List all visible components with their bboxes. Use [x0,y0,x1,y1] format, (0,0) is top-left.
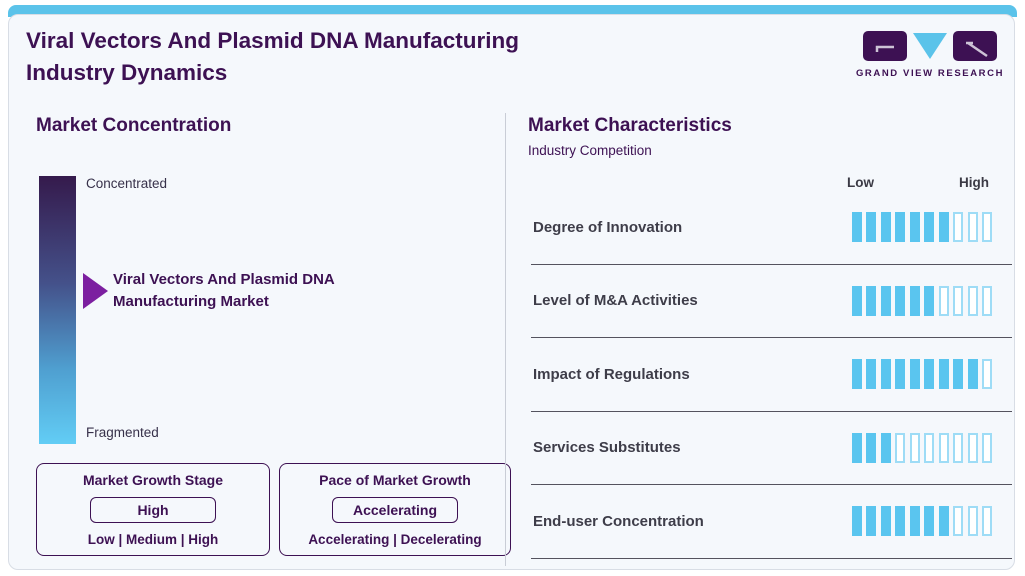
rating-tick [953,432,963,463]
rating-tick [851,212,862,243]
logo-g-icon [863,31,907,61]
rating-ticks [851,506,992,537]
rating-tick [895,506,905,537]
rating-tick [880,212,891,243]
rating-tick [982,212,992,243]
rating-tick [924,432,934,463]
rating-tick [967,212,978,243]
rating-tick [953,506,963,537]
rating-tick [909,212,920,243]
rating-tick [866,359,876,390]
rating-tick [909,285,920,316]
growth-stage-title: Market Growth Stage [82,472,224,488]
rating-tick [866,212,876,243]
rating-tick [909,359,920,390]
rating-tick [866,432,876,463]
market-name-label: Viral Vectors And Plasmid DNA Manufactur… [113,269,335,313]
rating-tick [953,212,963,243]
growth-stage-value: High [90,497,216,523]
rating-tick [938,432,949,463]
characteristic-label: Impact of Regulations [533,365,690,383]
rating-tick [880,506,891,537]
rating-tick [909,432,920,463]
market-name-line1: Viral Vectors And Plasmid DNA [113,271,335,288]
characteristic-row: Level of M&A Activities [531,265,1012,338]
characteristic-row: End-user Concentration [531,485,1012,559]
rating-tick [924,285,934,316]
rating-ticks [851,285,992,316]
rating-ticks [851,359,992,390]
rating-tick [953,359,963,390]
rating-tick [851,285,862,316]
pace-of-growth-box: Pace of Market Growth Accelerating Accel… [279,463,511,556]
rating-tick [982,285,992,316]
growth-stage-box: Market Growth Stage High Low | Medium | … [36,463,270,556]
rating-tick [953,285,963,316]
rating-tick [982,359,992,390]
characteristic-label: Services Substitutes [533,439,681,457]
market-pointer-arrow-icon [83,273,108,309]
rating-tick [924,506,934,537]
page-title: Viral Vectors And Plasmid DNA Manufactur… [26,25,519,89]
rating-tick [938,506,949,537]
page-title-line1: Viral Vectors And Plasmid DNA Manufactur… [26,28,520,53]
section-divider [505,113,506,566]
industry-competition-subtitle: Industry Competition [528,143,652,158]
rating-tick [895,285,905,316]
market-concentration-title: Market Concentration [36,115,232,136]
characteristic-row: Services Substitutes [531,412,1012,485]
characteristic-row: Degree of Innovation [531,191,1012,265]
concentration-scale-bar [39,176,76,444]
gvr-logo: GRAND VIEW RESEARCH [854,31,1006,79]
rating-tick [851,432,862,463]
pace-title: Pace of Market Growth [319,472,471,488]
rating-tick [967,285,978,316]
rating-tick [895,359,905,390]
rating-tick [967,359,978,390]
pace-options: Accelerating | Decelerating [308,532,482,547]
rating-tick [880,285,891,316]
rating-tick [866,506,876,537]
rating-tick [880,359,891,390]
logo-text: GRAND VIEW RESEARCH [855,68,1005,79]
rating-tick [866,285,876,316]
logo-v-icon [913,33,947,59]
rating-tick [967,506,978,537]
gvr-logo-blocks [854,31,1006,61]
characteristic-label: Degree of Innovation [533,218,683,236]
characteristic-label: Level of M&A Activities [533,292,698,310]
rating-tick [851,506,862,537]
pace-value: Accelerating [332,497,458,523]
scale-low-label: Low [847,175,874,190]
rating-tick [851,359,862,390]
rating-tick [924,359,934,390]
characteristic-row: Impact of Regulations [531,338,1012,412]
rating-tick [909,506,920,537]
rating-ticks [851,432,992,463]
rating-tick [982,432,992,463]
rating-tick [982,506,992,537]
scale-high-label: High [959,175,989,190]
rating-tick [967,432,978,463]
rating-tick [938,285,949,316]
infographic-card: Viral Vectors And Plasmid DNA Manufactur… [8,14,1015,570]
rating-tick [880,432,891,463]
market-characteristics-title: Market Characteristics [528,115,732,136]
rating-tick [895,212,905,243]
scale-bottom-label: Fragmented [86,425,159,440]
page-title-line2: Industry Dynamics [26,60,228,85]
rating-tick [938,359,949,390]
rating-tick [895,432,905,463]
rating-ticks [851,212,992,243]
market-name-line2: Manufacturing Market [113,293,269,310]
growth-stage-options: Low | Medium | High [87,532,219,547]
scale-top-label: Concentrated [86,176,168,191]
rating-tick [938,212,949,243]
logo-r-icon [953,31,997,61]
rating-tick [924,212,934,243]
characteristic-label: End-user Concentration [533,512,704,530]
